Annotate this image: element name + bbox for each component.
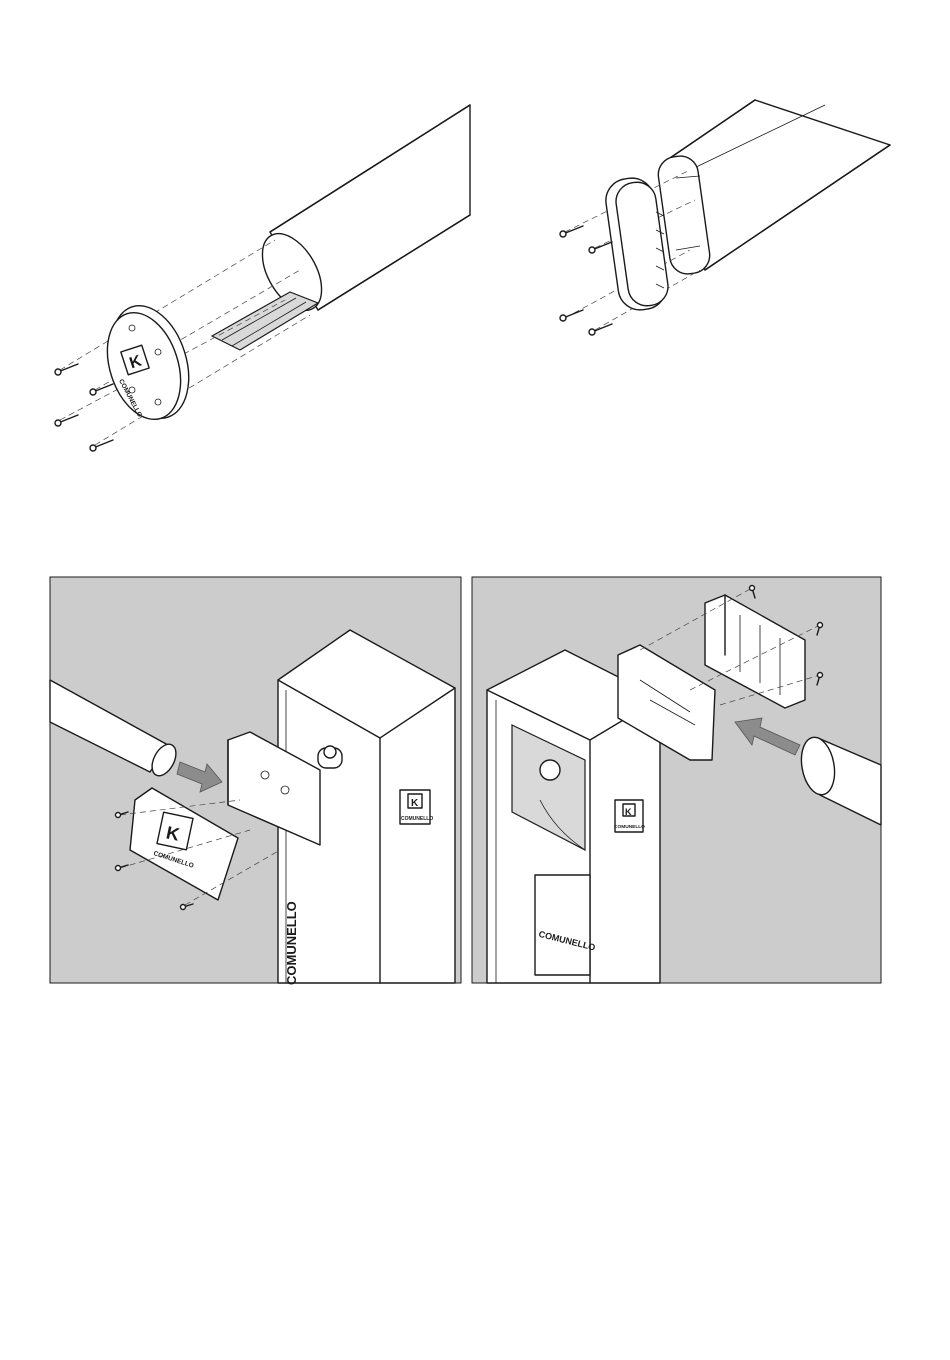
cabinet-brand-name: COMUNELLO	[401, 816, 433, 822]
screw	[55, 415, 78, 426]
screw	[589, 242, 612, 253]
round-end-cap: K COMUNELLO	[95, 296, 202, 429]
figure-round-beam-endcap: K COMUNELLO	[55, 105, 470, 451]
screw	[560, 310, 583, 321]
screw	[589, 324, 612, 335]
cabinet-right-brand-name: COMUNELLO	[614, 824, 645, 830]
screw	[55, 364, 78, 375]
cabinet-side-brand: COMUNELLO	[284, 901, 299, 985]
figure-oval-beam-mount: COMUNELLO K COMUNELLO	[472, 577, 881, 983]
oval-beam	[656, 100, 890, 276]
cabinet-right-logo-glyph: K	[625, 807, 632, 817]
screw	[90, 440, 113, 451]
screws-1	[55, 364, 113, 451]
screw	[90, 384, 113, 395]
screw	[560, 226, 583, 237]
figure-round-beam-mount: K COMUNELLO COMUNELLO K COMUNELLO	[50, 577, 461, 985]
cabinet-logo-glyph: K	[411, 798, 419, 809]
round-beam	[212, 105, 470, 350]
screws-2	[560, 226, 612, 335]
figure-oval-beam-endcap	[560, 100, 890, 335]
